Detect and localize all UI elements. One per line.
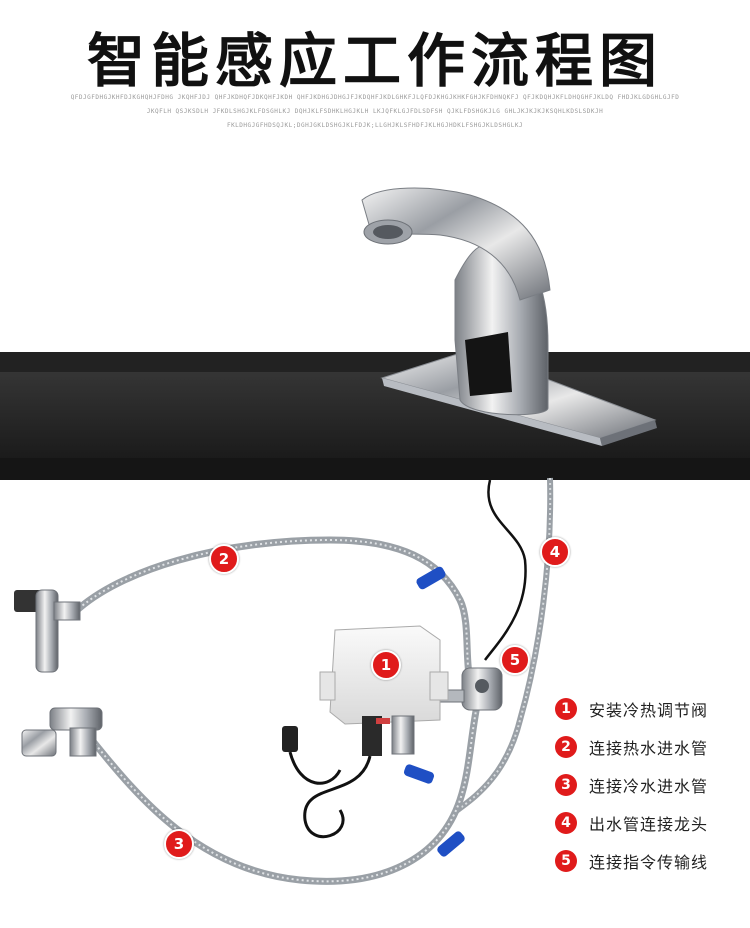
faucet: [361, 187, 657, 446]
marker-4: 4: [540, 537, 570, 567]
legend-badge: 4: [555, 812, 577, 834]
legend-item: 2 连接热水进水管: [555, 728, 745, 766]
legend-item: 3 连接冷水进水管: [555, 766, 745, 804]
cold-angle-valve: [21, 707, 103, 757]
control-box: [319, 625, 449, 756]
marker-3: 3: [164, 829, 194, 859]
legend-item: 4 出水管连接龙头: [555, 804, 745, 842]
countertop-edge: [0, 458, 750, 480]
legend-item: 5 连接指令传输线: [555, 842, 745, 880]
legend-badge: 1: [555, 698, 577, 720]
legend-label: 出水管连接龙头: [589, 815, 709, 834]
mixing-valve: [437, 667, 503, 711]
legend-badge: 3: [555, 774, 577, 796]
countertop-surface: [0, 352, 750, 374]
marker-5: 5: [500, 645, 530, 675]
marker-2: 2: [209, 544, 239, 574]
decorative-subtext-line-2: JKQFLH QSJKSDLH JFKDLSHGJKLFDSGHLKJ DQHJ…: [146, 108, 604, 115]
hose-clips: [403, 566, 465, 857]
legend-badge: 2: [555, 736, 577, 758]
legend-label: 安装冷热调节阀: [589, 701, 709, 720]
legend-item: 1 安装冷热调节阀: [555, 690, 745, 728]
legend-label: 连接冷水进水管: [589, 777, 709, 796]
legend-badge: 5: [555, 850, 577, 872]
legend-label: 连接指令传输线: [589, 853, 709, 872]
legend-label: 连接热水进水管: [589, 739, 709, 758]
legend: 1 安装冷热调节阀 2 连接热水进水管 3 连接冷水进水管 4 出水管连接龙头 …: [555, 690, 745, 880]
page-title: 智能感应工作流程图: [86, 27, 663, 95]
decorative-subtext-line-3: FKLDHGJGFHDSQJKL;DGHJGKLDSHGJKLFDJK;LLGH…: [226, 122, 524, 129]
decorative-subtext-line-1: QFDJGFDHGJKHFDJKGHQHJFDHG JKQHFJDJ QHFJK…: [70, 94, 680, 101]
hot-angle-valve: [14, 589, 81, 673]
marker-1: 1: [371, 650, 401, 680]
